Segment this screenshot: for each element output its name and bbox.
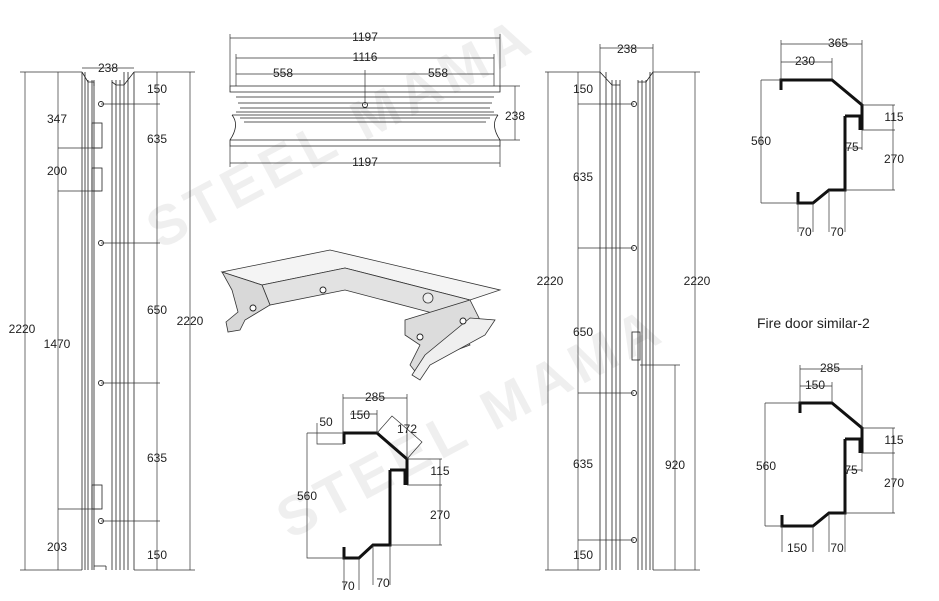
dim-label: 70	[341, 579, 355, 593]
dim-label: 150	[350, 408, 370, 422]
dim-label: 70	[830, 225, 844, 239]
dim-label: 2220	[684, 274, 711, 288]
dim-label: 558	[273, 66, 293, 80]
dim-label: 270	[884, 476, 904, 490]
dim-label: 75	[844, 463, 858, 477]
dim-label: 150	[147, 82, 167, 96]
dim-label: 70	[798, 225, 812, 239]
watermark: STEEL MAMA	[136, 3, 545, 260]
dim-label: 115	[430, 464, 449, 478]
dim-label: 238	[505, 109, 525, 123]
dim-label: 365	[828, 36, 848, 50]
dim-label: 50	[319, 415, 333, 429]
dim-label: 70	[830, 541, 844, 555]
dim-label: 635	[147, 132, 167, 146]
dim-label: 2220	[9, 322, 36, 336]
dim-label: 172	[397, 422, 417, 436]
header-elevation: 1197 1116 558 558 238 1197	[229, 30, 525, 169]
dim-label: 920	[665, 458, 685, 472]
lock-strike	[631, 331, 641, 361]
dim-label: 150	[787, 541, 807, 555]
fire-door-label: Fire door similar-2	[757, 315, 870, 331]
dim-label: 1197	[352, 155, 378, 169]
dim-label: 238	[617, 42, 637, 56]
dim-label: 1116	[353, 50, 378, 64]
dim-label: 560	[751, 134, 771, 148]
dim-label: 75	[845, 140, 859, 154]
dim-label: 2220	[537, 274, 564, 288]
dim-label: 635	[573, 170, 593, 184]
dim-label: 203	[47, 540, 67, 554]
right-jamb-elevation: 238 2220 2220 150 635 650 635 150 920	[537, 42, 711, 571]
dim-label: 115	[884, 110, 903, 124]
dim-label: 650	[147, 303, 167, 317]
dim-label: 650	[573, 325, 593, 339]
dim-label: 1470	[44, 337, 71, 351]
frame-corner-3d-view	[220, 249, 502, 381]
dim-label: 200	[47, 164, 67, 178]
dim-label: 1197	[352, 30, 378, 44]
dim-label: 347	[47, 112, 67, 126]
dim-label: 230	[795, 54, 815, 68]
dim-label: 558	[428, 66, 448, 80]
dim-label: 285	[820, 361, 840, 375]
dim-label: 238	[98, 61, 118, 75]
dim-label: 270	[430, 508, 450, 522]
hinge-plate	[91, 167, 103, 192]
dim-label: 150	[147, 548, 167, 562]
fire-door-profile-section: 285 150 560 115 270 75 150 70	[756, 361, 904, 555]
dim-label: 560	[756, 459, 776, 473]
dim-label: 560	[297, 489, 317, 503]
dim-label: 150	[573, 82, 593, 96]
dim-label: 115	[884, 433, 903, 447]
dim-label: 270	[884, 152, 904, 166]
dim-label: 150	[573, 548, 593, 562]
dim-label: 2220	[177, 314, 204, 328]
frame-profile-section-detail: 285 150 50 172 560 115 270 70 70	[297, 390, 450, 593]
left-jamb-elevation: 238 2220 2220 347 200 1470 203 150 635 6…	[9, 61, 204, 571]
dim-label: 150	[805, 378, 825, 392]
frame-profile-section: 365 230 560 115 270 75 70 70	[751, 36, 904, 239]
hinge-plate	[91, 122, 103, 149]
dim-label: 635	[573, 457, 593, 471]
dim-label: 285	[365, 390, 385, 404]
hinge-plate	[91, 484, 103, 510]
dim-label: 70	[376, 576, 390, 590]
dim-label: 635	[147, 451, 167, 465]
